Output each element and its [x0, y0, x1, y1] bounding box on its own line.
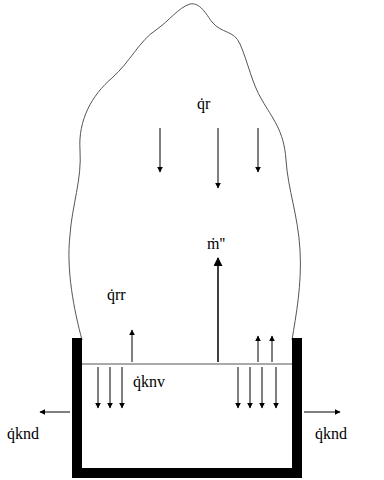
flame-outline: [69, 4, 300, 340]
flux-label: q̇r: [196, 96, 211, 112]
reradiation-arrows: [132, 330, 272, 362]
mass-flux-arrow: [217, 258, 219, 362]
pan-wall: [292, 338, 302, 478]
flux-label: q̇rr: [106, 287, 127, 303]
flux-label: q̇knv: [132, 374, 166, 390]
fuel-surface: [82, 364, 292, 365]
pan-bottom: [72, 468, 302, 478]
flux-label: q̇knd: [6, 426, 40, 442]
radiation-arrows: [160, 128, 258, 188]
flux-label: q̇knd: [314, 426, 348, 442]
flux-label: ṁ'': [206, 236, 226, 252]
pan-wall: [72, 338, 82, 478]
convection-arrows: [98, 367, 276, 408]
conduction-arrows: [40, 412, 340, 413]
